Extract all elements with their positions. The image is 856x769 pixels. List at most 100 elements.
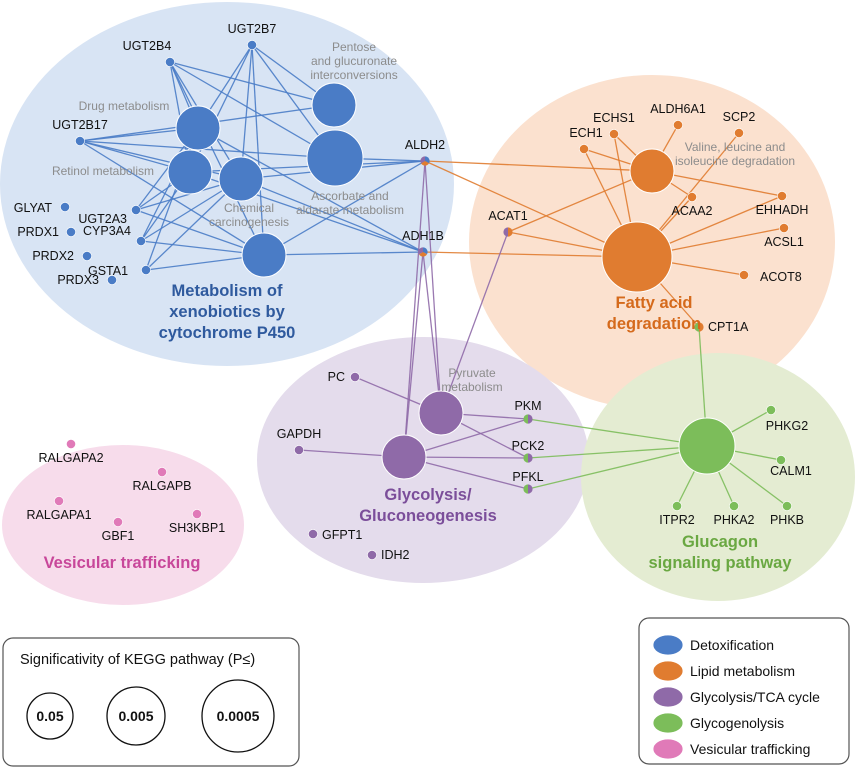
pathway-node-ascorbate <box>306 129 364 187</box>
gene-node-ech1 <box>579 144 589 154</box>
gene-label-cyp3a4: CYP3A4 <box>83 224 131 238</box>
gene-node-itpr2 <box>672 501 682 511</box>
pathway-node-valine <box>629 148 675 194</box>
gene-dot <box>782 501 792 511</box>
pathway-label-drug: Drug metabolism <box>79 99 170 113</box>
cluster-detoxification-title-line: Metabolism of <box>172 282 283 300</box>
gene-dot-segment <box>523 414 528 424</box>
gene-label-cpt1a: CPT1A <box>708 320 749 334</box>
significance-circle-0 <box>26 692 74 740</box>
gene-label-pc: PC <box>328 370 345 384</box>
gene-label-prdx1: PRDX1 <box>17 225 59 239</box>
gene-node-ugt2b7 <box>247 40 257 50</box>
gene-dot <box>54 496 64 506</box>
gene-label-phkb: PHKB <box>770 513 804 527</box>
gene-node-ehhadh <box>777 191 787 201</box>
gene-dot-segment <box>423 247 428 255</box>
gene-label-acaa2: ACAA2 <box>672 204 713 218</box>
cluster-lipid-title-line: degradation <box>607 315 701 333</box>
gene-node-echs1 <box>609 129 619 139</box>
gene-label-idh2: IDH2 <box>381 548 410 562</box>
significance-value-1: 0.005 <box>118 708 153 724</box>
gene-label-ehhadh: EHHADH <box>756 203 809 217</box>
gene-dot <box>131 205 141 215</box>
gene-dot <box>367 550 377 560</box>
color-legend-box <box>638 617 850 765</box>
edge-pfkl-glucagon <box>527 445 708 490</box>
pathway-label-line: metabolism <box>441 380 502 394</box>
edge-ugt2b4-ascorbate <box>169 61 336 159</box>
pathway-label-line: Pyruvate <box>448 366 496 380</box>
gene-dot <box>673 120 683 130</box>
gene-dot <box>776 455 786 465</box>
gene-label-acat1: ACAT1 <box>488 209 527 223</box>
edge-adh1b-xeno <box>263 251 424 256</box>
gene-label-ugt2b7: UGT2B7 <box>228 22 277 36</box>
edge-adh1b-drug <box>197 127 424 253</box>
edge-aldh2-glycolysis <box>403 160 426 458</box>
gene-node-idh2 <box>367 550 377 560</box>
legend-label-glycolysis-tca-cycle: Glycolysis/TCA cycle <box>690 689 820 705</box>
pathway-label-line: carcinogenesis <box>209 215 289 229</box>
cluster-glucagon <box>581 353 855 601</box>
edge-ugt2b17-chem <box>79 140 242 180</box>
pathway-label-line: and glucuronate <box>311 54 397 68</box>
gene-dot <box>350 372 360 382</box>
gene-dot <box>60 202 70 212</box>
edge-ugt2b4-xeno <box>169 61 265 256</box>
gene-dot <box>687 192 697 202</box>
gene-dot-segment <box>419 252 427 257</box>
pathway-label-line: Drug metabolism <box>79 99 170 113</box>
gene-node-ralgapa2 <box>66 439 76 449</box>
gene-label-gfpt1: GFPT1 <box>322 528 362 542</box>
gene-label-acot8: ACOT8 <box>760 270 802 284</box>
edge-ugt2b7-retinol <box>189 44 253 173</box>
gene-node-ugt2b4 <box>165 57 175 67</box>
gene-label-ugt2b4: UGT2B4 <box>123 39 172 53</box>
gene-label-adh1b: ADH1B <box>402 229 444 243</box>
gene-dot-segment <box>425 156 430 164</box>
significance-value-0: 0.05 <box>36 708 63 724</box>
gene-label-pfkl: PFKL <box>512 470 543 484</box>
gene-dot-segment <box>420 156 425 164</box>
gene-dot-segment <box>528 414 533 424</box>
gene-label-phka2: PHKA2 <box>714 513 755 527</box>
gene-label-ugt2a3: UGT2A3 <box>78 212 127 226</box>
gene-dot <box>192 509 202 519</box>
cluster-glycolysis-title-line: Gluconeogenesis <box>359 507 497 525</box>
edge-pck2-glucagon <box>527 445 708 459</box>
gene-dot <box>579 144 589 154</box>
significance-circle-2 <box>201 679 275 753</box>
pathway-node-xeno <box>241 232 287 278</box>
edge-pkm-glucagon <box>527 418 708 447</box>
edge-ugt2b4-pentose <box>169 61 335 106</box>
gene-node-ralgapb <box>157 467 167 477</box>
gene-node-acsl1 <box>779 223 789 233</box>
gene-node-pck2 <box>523 453 533 463</box>
edge-aldh2-pyruvate <box>424 160 442 414</box>
gene-dot <box>766 405 776 415</box>
legend-swatch-glycogenolysis <box>652 712 684 734</box>
gene-dot <box>294 445 304 455</box>
edge-acat1-valine <box>507 170 653 233</box>
gene-label-gbf1: GBF1 <box>102 529 135 543</box>
gene-dot-segment <box>699 322 704 332</box>
pathway-nodes <box>167 82 736 480</box>
pathway-node-drug <box>175 105 221 151</box>
gene-dot <box>734 128 744 138</box>
gene-label-phkg2: PHKG2 <box>766 419 808 433</box>
significance-circle-1 <box>106 686 166 746</box>
gene-dot <box>739 270 749 280</box>
gene-node-pc <box>350 372 360 382</box>
pathway-label-line: Retinol metabolism <box>52 164 154 178</box>
